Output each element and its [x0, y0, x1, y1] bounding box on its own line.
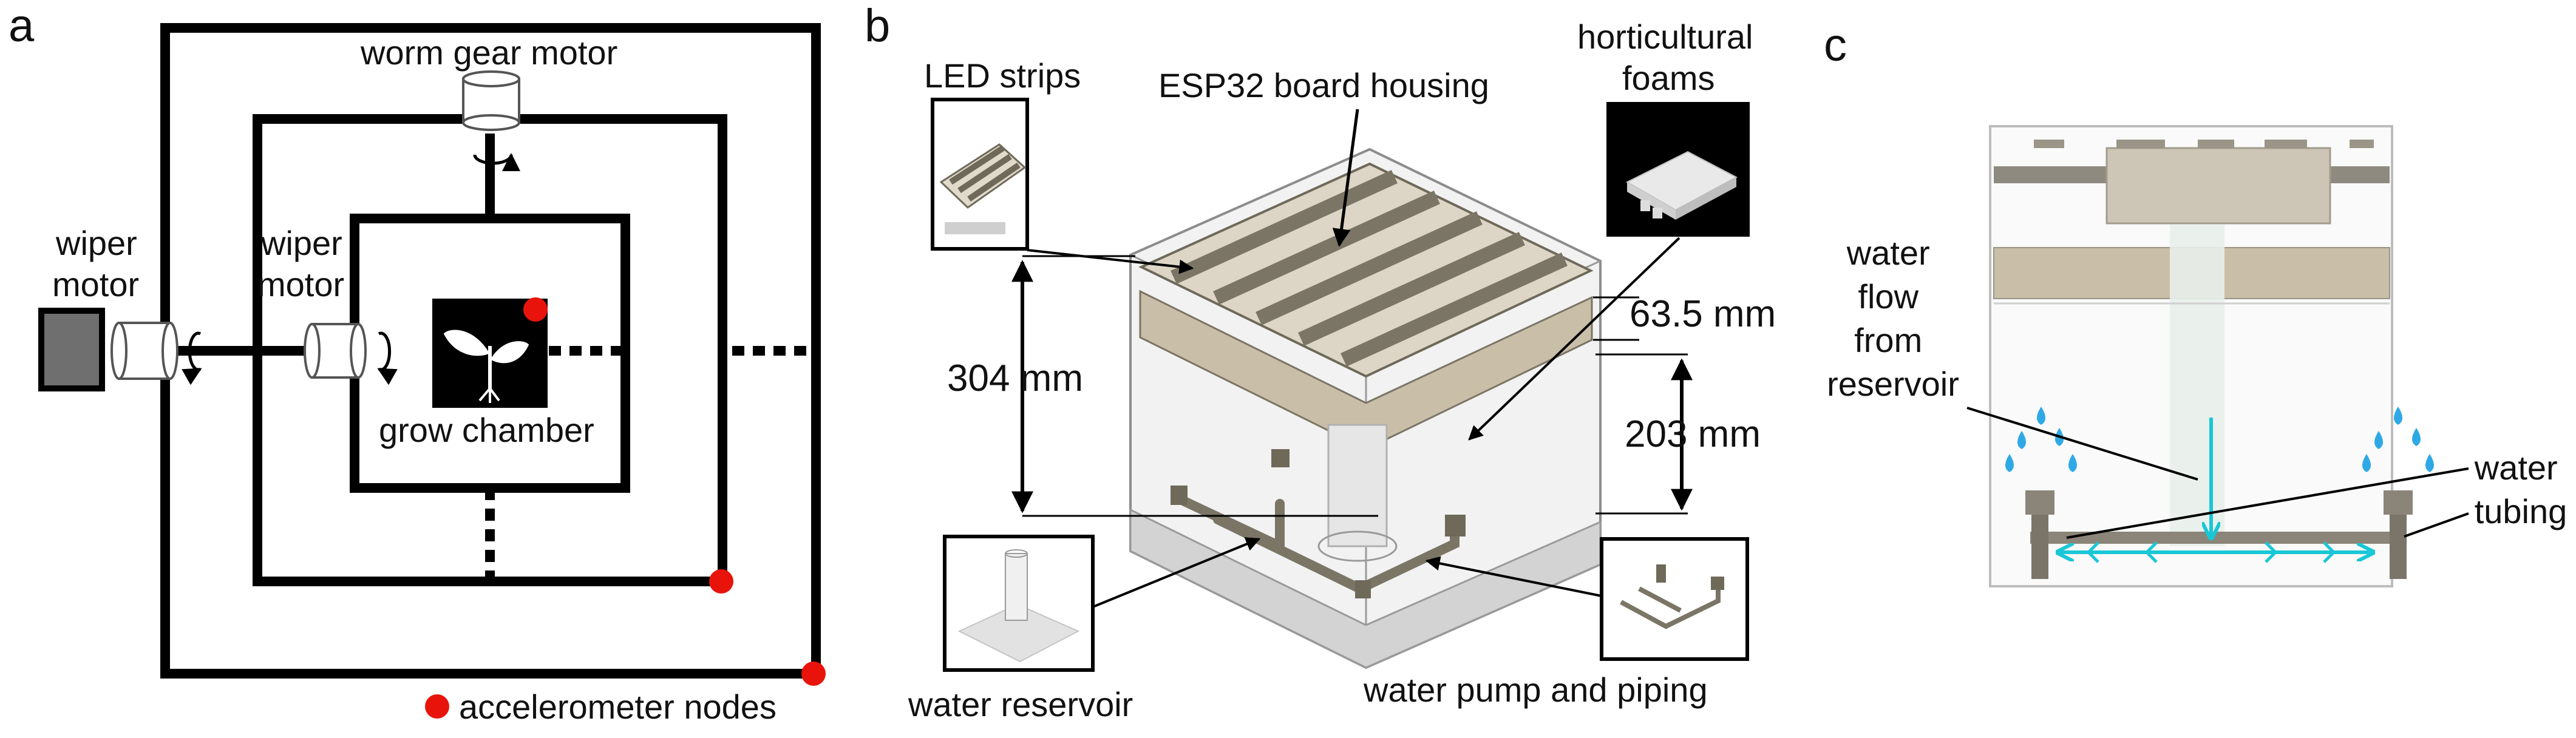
dim-top-label: 63.5 mm [1630, 293, 1776, 335]
outer-wiper-motor-label: wiper motor [52, 224, 146, 303]
panel-b: b 304 [865, 0, 1776, 723]
node-outer-frame [801, 662, 826, 686]
inner-rotation-arrow [377, 331, 398, 385]
nozzle-left [2025, 490, 2054, 579]
reservoir-column [1327, 424, 1388, 547]
water-flow-leader [1966, 407, 2198, 481]
water-tubing-label: water tubing [2474, 449, 2568, 530]
inner-wiper-motor-icon [304, 323, 367, 379]
led-callout-line [1027, 249, 1194, 274]
grow-chamber-label: grow chamber [379, 411, 594, 449]
panel-a-letter: a [8, 0, 35, 52]
water-flow-label: water flow from reservoir [1827, 234, 1959, 403]
dim-lower-label: 203 mm [1625, 413, 1761, 455]
top-housing [2105, 147, 2331, 225]
top-tabs [2034, 140, 2374, 148]
droplets-right-icon [2362, 407, 2434, 472]
reservoir-inset-thumb [957, 549, 1080, 663]
esp32-label: ESP32 board housing [1158, 66, 1489, 104]
led-strips-bars [1171, 170, 1568, 367]
panel-c: c [1824, 19, 2568, 587]
pipe-fittings [1171, 449, 1466, 598]
water-tubing-leader-b [2404, 512, 2469, 538]
outer-wiper-motor-icon [110, 322, 178, 380]
outer-rotation-arrow [182, 331, 202, 385]
foam-tray [1139, 289, 1593, 450]
legend-node-marker [425, 694, 449, 719]
pump-inset-thumb [1620, 564, 1724, 629]
legend-label: accelerometer nodes [459, 688, 777, 726]
outer-wiper-motor-block [38, 308, 105, 391]
esp32-callout-line [1332, 109, 1359, 247]
worm-gear-motor-label: worm gear motor [360, 33, 617, 72]
inner-wiper-motor-label: wiper motor [257, 224, 352, 303]
node-grow-chamber [523, 297, 548, 322]
water-pump-label: water pump and piping [1363, 671, 1708, 709]
panel-b-letter: b [865, 0, 890, 52]
dim-total-label: 304 mm [947, 357, 1083, 399]
worm-rotation-arrow [473, 153, 520, 172]
foams-label: horticultural foams [1577, 18, 1762, 97]
worm-gear-motor-icon [462, 70, 520, 131]
led-inset-thumb [939, 143, 1027, 234]
seedling-icon [443, 330, 529, 403]
water-reservoir-label: water reservoir [908, 685, 1133, 723]
led-strips-label: LED strips [924, 56, 1081, 95]
central-column [2170, 225, 2224, 546]
pump-callout-line [1425, 556, 1602, 597]
panel-c-letter: c [1824, 19, 1847, 71]
foams-inset-thumb [1625, 151, 1738, 220]
reservoir-callout-line [1092, 537, 1261, 608]
flow-chevrons [2086, 541, 2336, 563]
node-middle-frame [709, 569, 733, 594]
water-tubing-leader-a [2066, 467, 2469, 539]
nozzle-right [2384, 490, 2413, 579]
panel-a: a worm gear motor wiper mot [8, 0, 826, 726]
column-base [1317, 530, 1398, 562]
foams-callout-line [1468, 237, 1681, 441]
droplets-left-icon [2005, 407, 2077, 472]
pump-inset [1600, 537, 1749, 661]
